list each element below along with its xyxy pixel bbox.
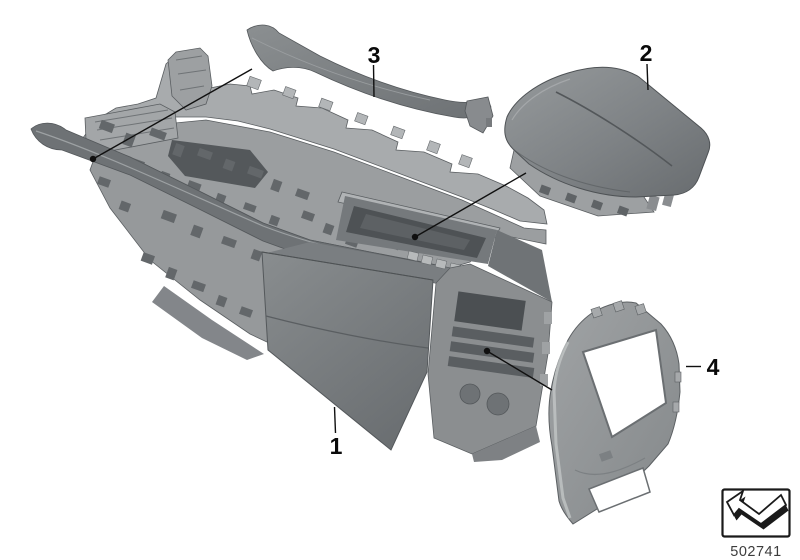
- leader-line-2: [646, 63, 649, 91]
- frame-rib-details: [96, 119, 402, 318]
- console-carrier-part: [30, 47, 553, 462]
- direction-arrow-icon: [725, 488, 789, 530]
- callout-2-label[interactable]: 2: [640, 40, 653, 66]
- mount-dot-2: [411, 233, 419, 241]
- front-tray-cavity: [168, 140, 268, 188]
- legend: 502741: [721, 488, 791, 560]
- top-bracket: [167, 47, 213, 111]
- mount-dot-4: [483, 347, 491, 355]
- trim-strip-end-bracket: [464, 96, 494, 134]
- mount-line-2: [414, 172, 527, 238]
- armrest-seam: [555, 91, 673, 167]
- mount-line-4: [486, 350, 553, 391]
- trim-strip-part: [246, 24, 494, 134]
- rear-panel-window-large: [581, 328, 668, 439]
- callouts: 1 2 3 4: [89, 40, 720, 459]
- leader-line-1: [333, 406, 337, 434]
- callout-3-label[interactable]: 3: [368, 42, 381, 68]
- storage-compartment-opening: [336, 196, 497, 278]
- frame-edge-tabs: [246, 75, 473, 169]
- armrest-lid-part: [504, 66, 711, 217]
- rear-panel-window-small: [588, 467, 651, 513]
- leader-line-3: [372, 64, 375, 98]
- mount-dot-3: [89, 155, 97, 163]
- mount-line-3: [92, 68, 253, 160]
- rear-trim-panel-part: [548, 300, 682, 525]
- callout-1-label[interactable]: 1: [330, 433, 343, 459]
- console-side-panel: [261, 251, 434, 451]
- callout-4-label[interactable]: 4: [707, 354, 720, 380]
- diagram-number: 502741: [730, 544, 781, 560]
- console-rear-section: [427, 263, 553, 462]
